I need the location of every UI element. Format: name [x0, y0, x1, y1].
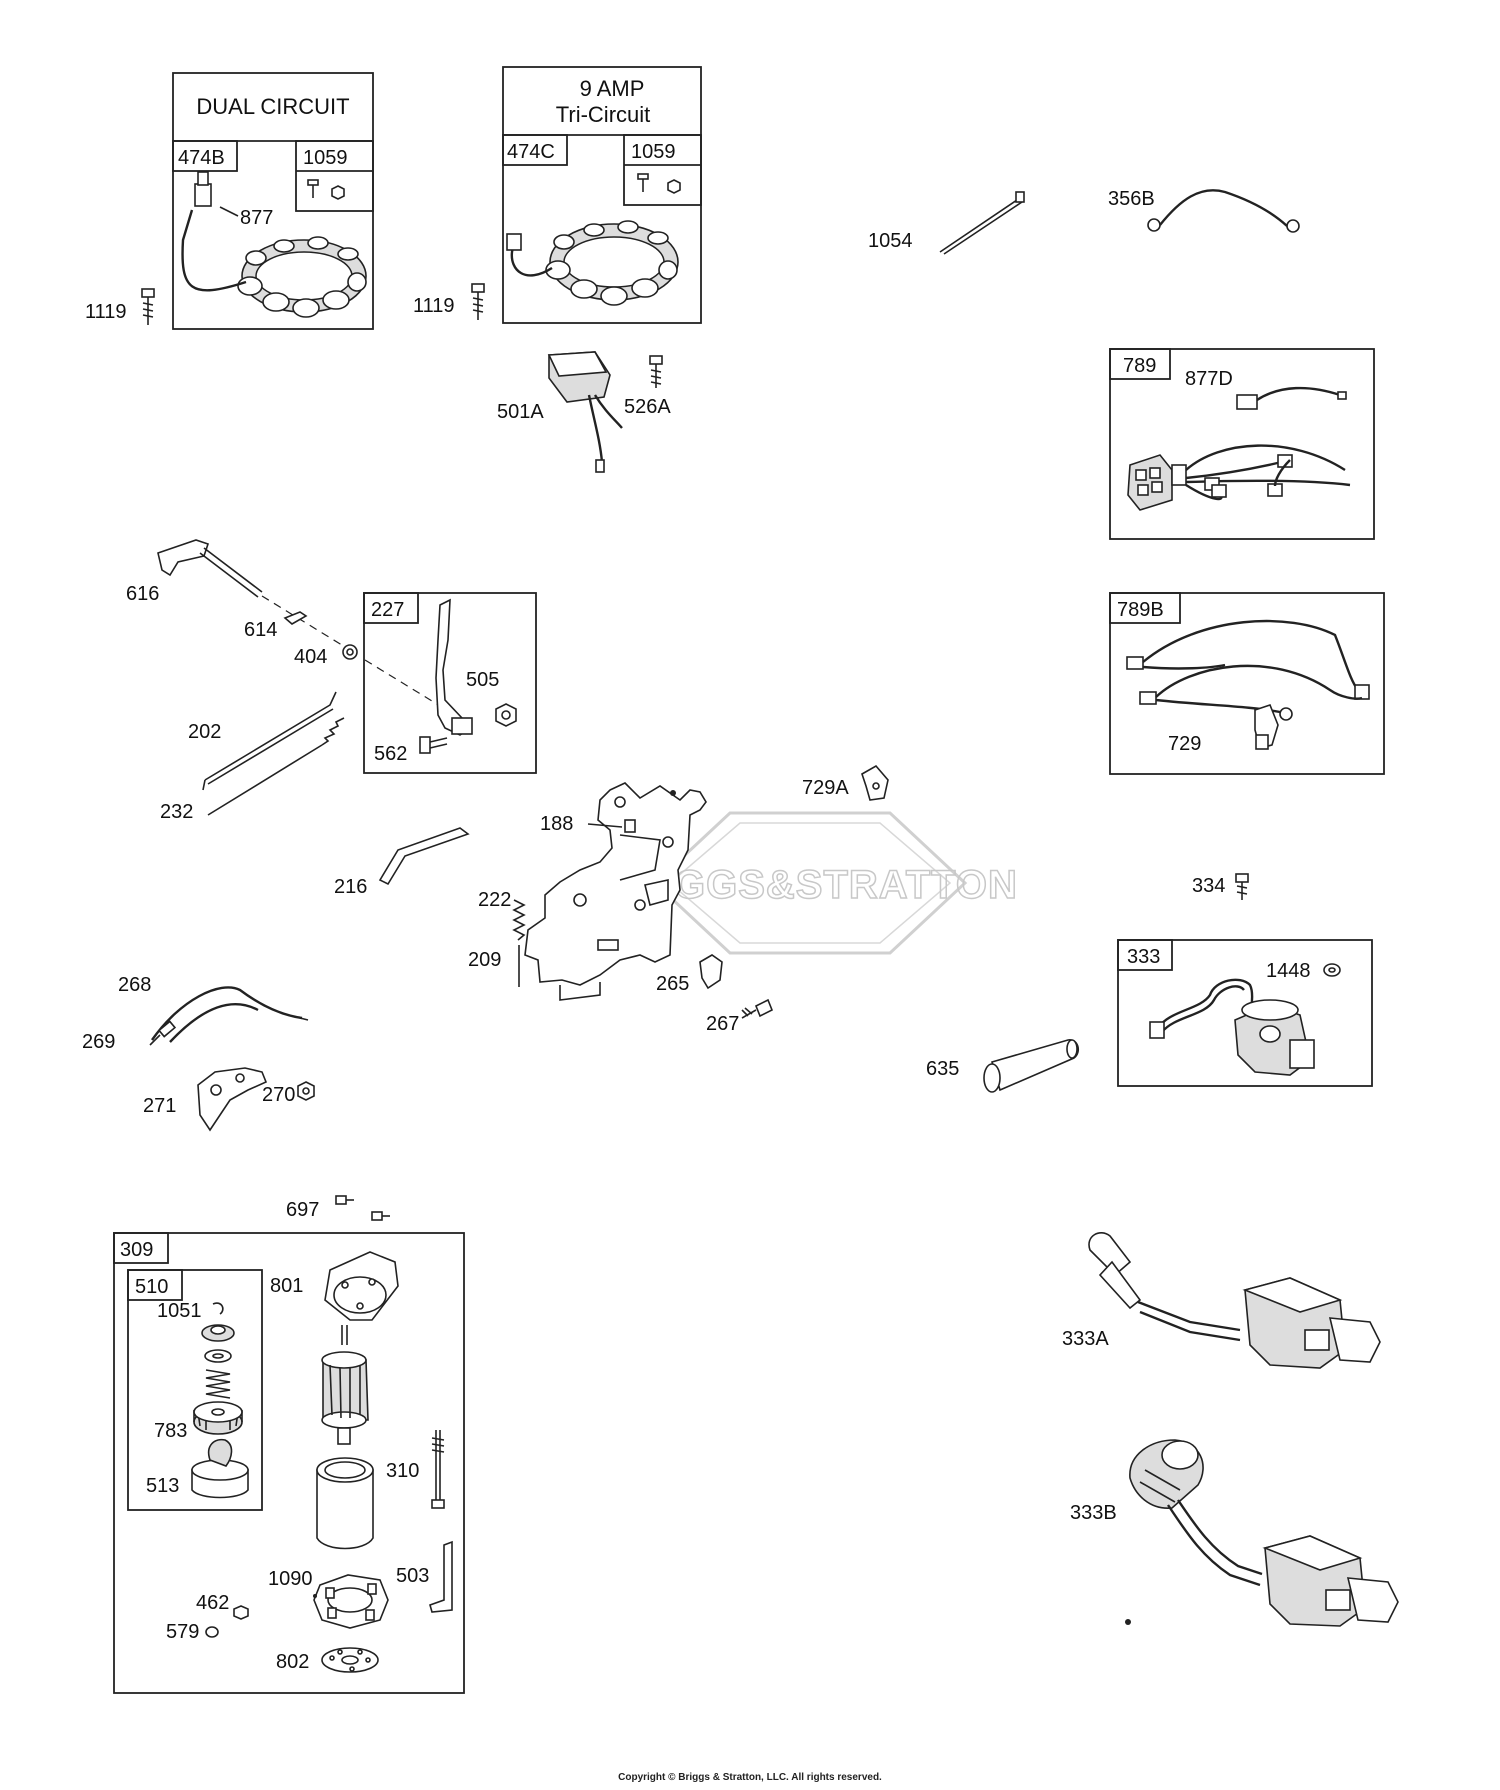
label-616[interactable]: 616 [126, 583, 159, 605]
label-232[interactable]: 232 [160, 801, 193, 823]
tri-circuit-title-2: Tri-Circuit [556, 102, 651, 127]
label-505[interactable]: 505 [466, 669, 499, 691]
label-270[interactable]: 270 [262, 1084, 295, 1106]
label-333B[interactable]: 333B [1070, 1502, 1117, 1524]
label-635[interactable]: 635 [926, 1058, 959, 1080]
label-209[interactable]: 209 [468, 949, 501, 971]
choke-cable-group: 268 269 271 270 [82, 974, 315, 1132]
label-729[interactable]: 729 [1168, 733, 1201, 755]
ground-wire-part: 356B [1108, 188, 1300, 233]
label-309[interactable]: 309 [120, 1239, 153, 1261]
label-216[interactable]: 216 [334, 876, 367, 898]
screws-697: 697 [286, 1195, 390, 1221]
label-404[interactable]: 404 [294, 646, 327, 668]
label-614[interactable]: 614 [244, 619, 277, 641]
label-503[interactable]: 503 [396, 1565, 429, 1587]
label-501A[interactable]: 501A [497, 401, 544, 423]
label-462[interactable]: 462 [196, 1592, 229, 1614]
label-526A[interactable]: 526A [624, 396, 671, 418]
label-333[interactable]: 333 [1127, 946, 1160, 968]
harness-kit-789: 789 877D [1109, 348, 1375, 540]
label-334[interactable]: 334 [1192, 875, 1225, 897]
tri-circuit-title-1: 9 AMP [580, 76, 645, 101]
label-188[interactable]: 188 [540, 813, 573, 835]
label-801[interactable]: 801 [270, 1275, 303, 1297]
label-1059-tri[interactable]: 1059 [631, 141, 676, 163]
label-1090[interactable]: 1090 [268, 1568, 313, 1590]
starter-kit-309: 309 510 1051 783 513 801 [113, 1232, 465, 1694]
label-877[interactable]: 877 [240, 207, 273, 229]
label-877D[interactable]: 877D [1185, 368, 1233, 390]
bolt-icon [471, 283, 485, 320]
dual-circuit-title: DUAL CIRCUIT [196, 94, 349, 119]
throttle-lever-kit-227: 227 505 562 [363, 592, 537, 774]
tri-circuit-kit: 9 AMP Tri-Circuit 474C 1059 1119 [413, 66, 702, 324]
armature-333A-part: 333A [1062, 1232, 1381, 1369]
label-310[interactable]: 310 [386, 1460, 419, 1482]
label-1054[interactable]: 1054 [868, 230, 913, 252]
screw-267-icon [741, 998, 774, 1019]
label-202[interactable]: 202 [188, 721, 221, 743]
armature-333B-part: 333B [1070, 1439, 1399, 1627]
label-783[interactable]: 783 [154, 1420, 187, 1442]
harness-kit-789B: 789B 729 [1109, 592, 1385, 775]
screw-334-part: 334 [1192, 873, 1249, 900]
throttle-linkage-group: 616 614 404 [126, 539, 451, 713]
label-356B[interactable]: 356B [1108, 188, 1155, 210]
copyright-notice: Copyright © Briggs & Stratton, LLC. All … [618, 1772, 882, 1783]
label-562[interactable]: 562 [374, 743, 407, 765]
label-333A[interactable]: 333A [1062, 1328, 1109, 1350]
label-268[interactable]: 268 [118, 974, 151, 996]
label-1059-dual[interactable]: 1059 [303, 147, 348, 169]
screw-icon [649, 355, 663, 388]
link-216: 216 [334, 827, 470, 898]
label-265[interactable]: 265 [656, 973, 689, 995]
label-697[interactable]: 697 [286, 1199, 319, 1221]
screw-562-icon [419, 736, 448, 754]
label-269[interactable]: 269 [82, 1031, 115, 1053]
label-1119-left[interactable]: 1119 [85, 301, 127, 323]
label-474B[interactable]: 474B [178, 147, 225, 169]
screw-nut-icon [637, 173, 681, 194]
label-222[interactable]: 222 [478, 889, 511, 911]
governor-link-202: 202 [188, 691, 337, 791]
label-789B[interactable]: 789B [1117, 599, 1164, 621]
label-729A[interactable]: 729A [802, 777, 849, 799]
regulator-part: 501A 526A [497, 351, 671, 473]
label-513[interactable]: 513 [146, 1475, 179, 1497]
label-802[interactable]: 802 [276, 1651, 309, 1673]
label-579[interactable]: 579 [166, 1621, 199, 1643]
label-267[interactable]: 267 [706, 1013, 739, 1035]
label-271[interactable]: 271 [143, 1095, 176, 1117]
stator-tri-icon [506, 220, 679, 306]
label-474C[interactable]: 474C [507, 141, 555, 163]
label-227[interactable]: 227 [371, 599, 404, 621]
bolt-icon [141, 288, 155, 325]
dual-circuit-kit: DUAL CIRCUIT 474B 1059 877 1119 [85, 72, 374, 330]
spring-232: 232 [160, 717, 345, 823]
label-1119-middle[interactable]: 1119 [413, 295, 455, 317]
control-bracket-group: 188 222 209 265 267 [468, 782, 774, 1035]
armature-kit-333: 333 1448 [1117, 939, 1373, 1087]
spark-boot-635-part: 635 [926, 1039, 1080, 1093]
label-1448[interactable]: 1448 [1266, 960, 1311, 982]
cable-tie-part: 1054 [868, 191, 1025, 255]
label-789[interactable]: 789 [1123, 355, 1156, 377]
label-510[interactable]: 510 [135, 1276, 168, 1298]
screw-nut-icon [307, 179, 345, 200]
label-1051[interactable]: 1051 [157, 1300, 202, 1322]
clip-729A-part: 729A [802, 764, 889, 801]
stator-dual-icon [181, 171, 367, 318]
